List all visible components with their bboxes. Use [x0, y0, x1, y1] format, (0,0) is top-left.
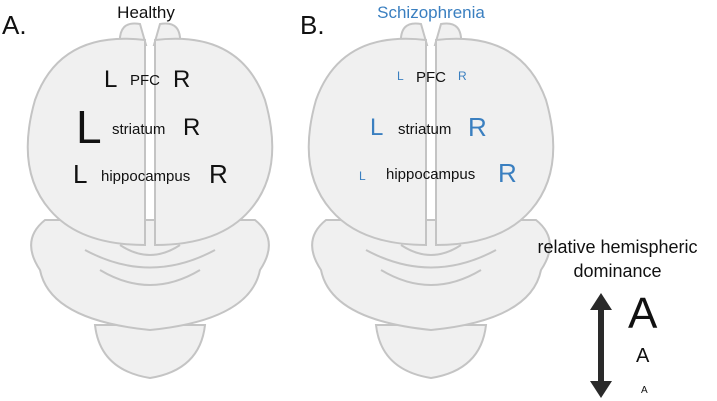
schizo-striatum-label: striatum	[398, 121, 452, 138]
double-arrow-vertical-icon	[590, 293, 612, 398]
schizo-hippocampus-label: hippocampus	[386, 166, 476, 183]
schizo-striatum-left: L	[370, 114, 384, 141]
healthy-hippocampus-label: hippocampus	[101, 168, 191, 185]
schizo-striatum-right: R	[468, 112, 487, 142]
healthy-striatum-right: R	[183, 114, 201, 141]
schizo-hippocampus-right: R	[498, 158, 517, 188]
panel-letter-a: A.	[2, 10, 27, 40]
legend-letter-large: A	[628, 289, 658, 338]
healthy-pfc-right: R	[173, 66, 191, 93]
schizo-pfc-label: PFC	[416, 69, 446, 86]
panel-title-schizophrenia: Schizophrenia	[377, 3, 485, 22]
healthy-pfc-label: PFC	[130, 72, 160, 89]
healthy-hippocampus-left: L	[73, 159, 88, 189]
legend-letter-small: A	[641, 385, 648, 396]
schizo-pfc-right: R	[458, 69, 467, 83]
schizo-hippocampus-left: L	[359, 169, 366, 183]
panel-letter-b: B.	[300, 10, 325, 40]
legend-letter-medium: A	[636, 345, 650, 367]
healthy-hippocampus-right: R	[209, 159, 228, 189]
healthy-striatum-label: striatum	[112, 121, 166, 138]
panel-title-healthy: Healthy	[117, 3, 175, 22]
legend-title: relative hemispheric dominance	[537, 237, 698, 281]
healthy-pfc-left: L	[104, 66, 118, 93]
schizo-pfc-left: L	[397, 69, 404, 83]
brain-illustration-schizophrenia	[307, 22, 555, 380]
healthy-striatum-left: L	[76, 101, 102, 153]
brain-illustration-healthy	[26, 22, 274, 380]
